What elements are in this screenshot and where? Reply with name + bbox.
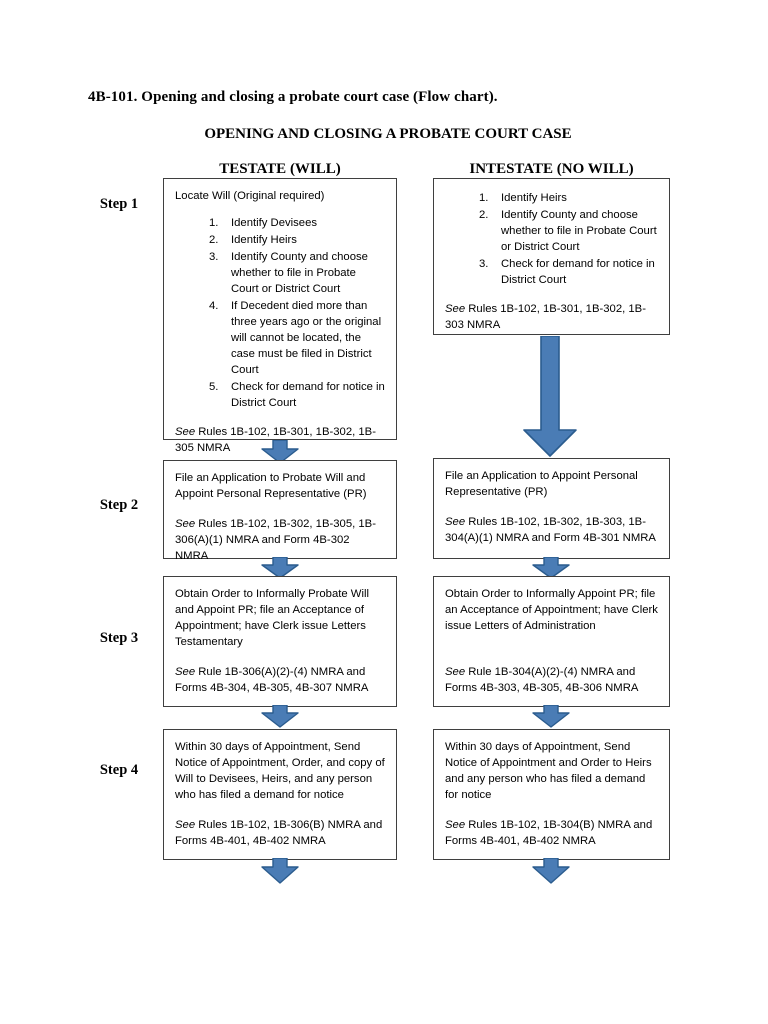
arrow-testate-step1-to-step2 — [256, 440, 304, 464]
node-item-list: Identify Heirs Identify County and choos… — [445, 190, 658, 288]
arrow-intestate-step1-to-step2 — [508, 336, 592, 458]
citation-text: Rules 1B-102, 1B-306(B) NMRA and Forms 4… — [175, 819, 383, 848]
list-item: If Decedent died more than three years a… — [209, 298, 382, 377]
list-item: Check for demand for notice in District … — [479, 256, 655, 287]
node-item-list: Identify Devisees Identify Heirs Identif… — [175, 215, 385, 411]
node-lead: File an Application to Appoint Personal … — [445, 470, 638, 499]
flowchart-title: OPENING AND CLOSING A PROBATE COURT CASE — [204, 126, 572, 142]
node-citation: See Rules 1B-102, 1B-302, 1B-303, 1B-304… — [445, 514, 658, 546]
list-item: Identify Heirs — [209, 232, 297, 248]
node-lead: Locate Will (Original required) — [175, 190, 325, 202]
node-citation: See Rules 1B-102, 1B-304(B) NMRA and For… — [445, 817, 658, 849]
citation-text: Rules 1B-102, 1B-302, 1B-305, 1B-306(A)(… — [175, 518, 376, 563]
node-testate-step4: Within 30 days of Appointment, Send Noti… — [163, 729, 397, 860]
node-citation: See Rules 1B-102, 1B-302, 1B-305, 1B-306… — [175, 516, 385, 564]
list-item: Check for demand for notice in District … — [209, 379, 385, 410]
citation-text: Rules 1B-102, 1B-304(B) NMRA and Forms 4… — [445, 819, 653, 848]
arrow-intestate-step4-to-next — [527, 858, 575, 884]
citation-text: Rules 1B-102, 1B-301, 1B-302, 1B-303 NMR… — [445, 303, 646, 332]
arrow-testate-step4-to-next — [256, 858, 304, 884]
arrow-intestate-step3-to-step4 — [527, 705, 575, 728]
node-testate-step2: File an Application to Probate Will and … — [163, 460, 397, 562]
see-label: See — [445, 303, 466, 316]
node-lead: Within 30 days of Appointment, Send Noti… — [175, 741, 385, 802]
list-item: Identify County and choose whether to fi… — [479, 207, 657, 254]
node-citation: See Rules 1B-102, 1B-306(B) NMRA and For… — [175, 817, 385, 849]
node-lead: Obtain Order to Informally Appoint PR; f… — [445, 588, 658, 633]
node-lead: Within 30 days of Appointment, Send Noti… — [445, 741, 652, 802]
arrow-testate-step3-to-step4 — [256, 705, 304, 728]
step-label-4: Step 4 — [99, 762, 139, 778]
see-label: See — [175, 666, 196, 679]
step-label-1: Step 1 — [99, 196, 139, 212]
see-label: See — [445, 516, 466, 529]
citation-text: Rules 1B-102, 1B-301, 1B-302, 1B-305 NMR… — [175, 426, 376, 455]
arrow-intestate-step2-to-step3 — [527, 557, 575, 579]
column-heading-intestate: INTESTATE (NO WILL) — [469, 161, 634, 177]
list-item: Identify Heirs — [479, 190, 567, 206]
step-label-3: Step 3 — [99, 630, 139, 646]
node-lead: File an Application to Probate Will and … — [175, 472, 367, 501]
node-intestate-step2: File an Application to Appoint Personal … — [433, 458, 670, 559]
list-item: Identify Devisees — [209, 215, 318, 231]
see-label: See — [175, 426, 196, 439]
node-citation: See Rules 1B-102, 1B-301, 1B-302, 1B-303… — [445, 301, 658, 333]
node-testate-step3: Obtain Order to Informally Probate Will … — [163, 576, 397, 707]
node-lead: Obtain Order to Informally Probate Will … — [175, 588, 369, 649]
see-label: See — [175, 518, 196, 531]
citation-text: Rule 1B-306(A)(2)-(4) NMRA and Forms 4B-… — [175, 666, 369, 695]
list-item: Identify County and choose whether to fi… — [209, 249, 368, 296]
column-heading-testate: TESTATE (WILL) — [219, 161, 341, 177]
step-label-2: Step 2 — [99, 497, 139, 513]
node-citation: See Rule 1B-304(A)(2)-(4) NMRA and Forms… — [445, 664, 658, 696]
citation-text: Rules 1B-102, 1B-302, 1B-303, 1B-304(A)(… — [445, 516, 656, 545]
see-label: See — [175, 819, 196, 832]
arrow-testate-step2-to-step3 — [256, 557, 304, 579]
node-citation: See Rule 1B-306(A)(2)-(4) NMRA and Forms… — [175, 664, 385, 696]
see-label: See — [445, 819, 466, 832]
see-label: See — [445, 666, 466, 679]
citation-text: Rule 1B-304(A)(2)-(4) NMRA and Forms 4B-… — [445, 666, 639, 695]
node-intestate-step4: Within 30 days of Appointment, Send Noti… — [433, 729, 670, 860]
node-intestate-step1: Identify Heirs Identify County and choos… — [433, 178, 670, 335]
node-citation: See Rules 1B-102, 1B-301, 1B-302, 1B-305… — [175, 424, 385, 456]
node-intestate-step3: Obtain Order to Informally Appoint PR; f… — [433, 576, 670, 707]
page-title: 4B-101. Opening and closing a probate co… — [88, 89, 498, 105]
node-testate-step1: Locate Will (Original required) Identify… — [163, 178, 397, 454]
